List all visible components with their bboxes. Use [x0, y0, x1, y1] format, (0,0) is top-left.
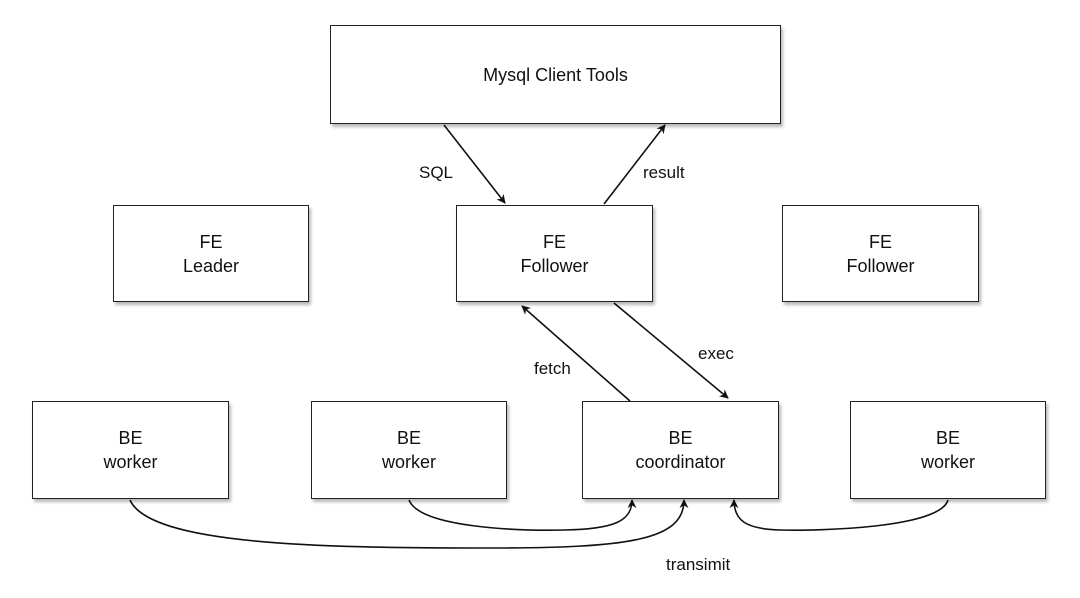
- fe-follower-right-line2: Follower: [846, 255, 915, 276]
- be-worker-1-line2: worker: [103, 452, 158, 472]
- exec-arrow: [613, 302, 729, 399]
- be-coordinator-line2: coordinator: [635, 452, 726, 472]
- fe-follower-right-line1: FE: [868, 231, 892, 252]
- transmit-curve-worker-4: [729, 499, 949, 531]
- be-worker-1-line1: BE: [118, 428, 143, 448]
- be-worker-2-line2: worker: [381, 452, 436, 472]
- sql-edge-label: SQL: [419, 163, 454, 182]
- fe-leader-line1: FE: [199, 231, 223, 252]
- fetch-arrow: [521, 305, 631, 402]
- be-worker-4-line2: worker: [920, 452, 975, 472]
- be-coordinator-node: BE coordinator: [582, 401, 779, 499]
- transmit-curve-worker-1: [129, 499, 689, 549]
- fe-leader-node: FE Leader: [113, 205, 309, 302]
- be-worker-2-node: BE worker: [311, 401, 507, 499]
- be-worker-4-node: BE worker: [850, 401, 1046, 499]
- exec-edge-label: exec: [698, 344, 734, 363]
- be-coordinator-line1: BE: [668, 428, 693, 448]
- fe-follower-main-node: FE Follower: [456, 205, 653, 302]
- fe-leader-line2: Leader: [182, 255, 240, 276]
- transimit-edge-label: transimit: [666, 555, 731, 574]
- fe-follower-main-line1: FE: [542, 231, 566, 252]
- be-worker-2-line1: BE: [396, 428, 421, 448]
- result-arrow: [603, 124, 666, 205]
- fe-follower-right-node: FE Follower: [782, 205, 979, 302]
- be-worker-4-line1: BE: [935, 428, 960, 448]
- sql-arrow: [443, 124, 506, 204]
- fe-follower-main-line2: Follower: [520, 255, 589, 276]
- transmit-curve-worker-2: [408, 499, 637, 531]
- fetch-edge-label: fetch: [534, 359, 571, 378]
- be-worker-1-node: BE worker: [32, 401, 229, 499]
- mysql-client-tools-node: Mysql Client Tools: [330, 25, 781, 124]
- result-edge-label: result: [643, 163, 685, 182]
- mysql-client-tools-label: Mysql Client Tools: [483, 64, 628, 85]
